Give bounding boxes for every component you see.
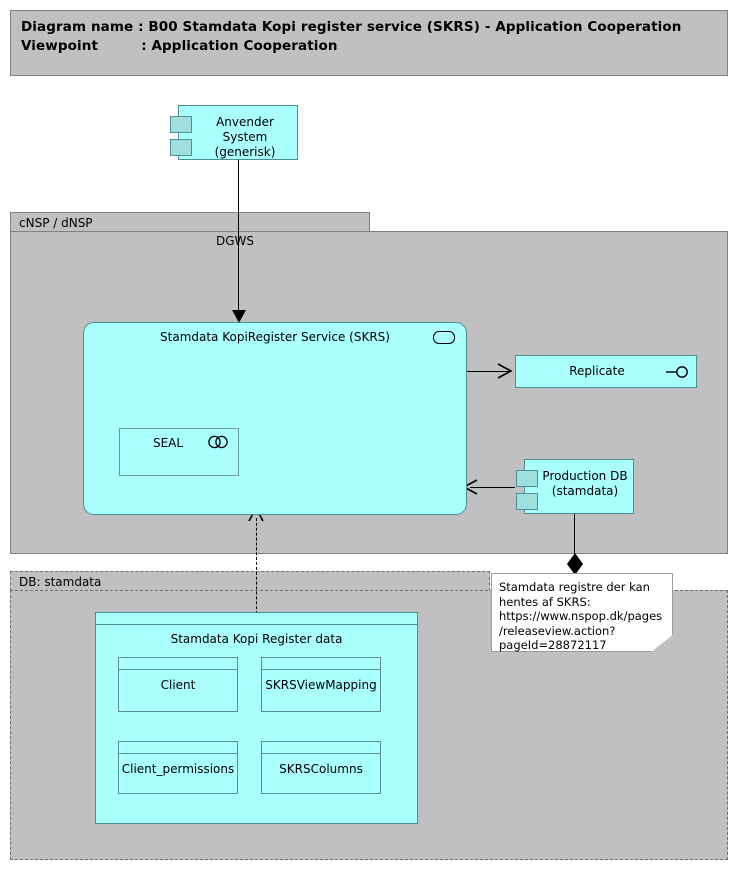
diagram-name-line: Diagram name : B00 Stamdata Kopi registe… (21, 19, 682, 35)
uml-component-icon (516, 470, 538, 487)
arrowhead-skrs-to-replicate (497, 363, 513, 379)
viewpoint-line: Viewpoint : Application Cooperation (21, 38, 338, 54)
note-stamdata-registre[interactable]: Stamdata registre der kan hentes af SKRS… (491, 573, 673, 652)
node-label-anvender-system-line1: Anvender System (216, 115, 274, 144)
entity-band (262, 658, 380, 670)
application-service-icon (433, 331, 455, 344)
package-label: Stamdata Kopi Register data (170, 632, 343, 646)
entity-band (119, 742, 237, 754)
node-label-replicate: Replicate (569, 364, 625, 378)
node-production-db[interactable]: Production DB (stamdata) (516, 459, 634, 514)
node-label-seal: SEAL (152, 436, 184, 450)
composition-diamond-icon (567, 553, 583, 575)
entity-band (119, 658, 237, 670)
connector-label-dgws: DGWS (216, 234, 255, 248)
connector-productiondb-to-note (574, 513, 576, 575)
group-header-cnsp-dnsp[interactable]: cNSP / dNSP (10, 212, 370, 232)
uml-component-icon (170, 116, 192, 133)
entity-label-client: Client (160, 678, 196, 692)
node-anvender-system[interactable]: Anvender System (generisk) (170, 105, 298, 160)
node-seal[interactable]: SEAL (119, 428, 239, 476)
node-skrs-service[interactable]: Stamdata KopiRegister Service (SKRS) SEA… (83, 322, 467, 515)
group-label-cnsp-dnsp: cNSP / dNSP (19, 216, 93, 230)
interface-lollipop-icon (666, 366, 688, 378)
entity-label-client-permissions: Client_permissions (121, 762, 235, 776)
connector-productiondb-to-skrs (470, 487, 515, 489)
group-header-db-stamdata[interactable]: DB: stamdata (10, 571, 490, 591)
node-label-skrs-service: Stamdata KopiRegister Service (SKRS) (160, 330, 390, 344)
package-band (96, 613, 417, 625)
uml-component-icon-lower (170, 139, 192, 156)
uml-component-icon-lower (516, 493, 538, 510)
node-label-anvender-system-line2: (generisk) (214, 145, 276, 159)
entity-band (262, 742, 380, 754)
note-text: Stamdata registre der kan hentes af SKRS… (499, 580, 663, 653)
connector-skrs-to-replicate (467, 371, 511, 373)
group-label-db-stamdata: DB: stamdata (19, 575, 102, 589)
entity-client-permissions[interactable]: Client_permissions (118, 741, 238, 794)
diagram-title-block: Diagram name : B00 Stamdata Kopi registe… (10, 10, 728, 76)
node-label-production-db-line2: (stamdata) (551, 484, 619, 498)
entity-label-skrs-view-mapping: SKRSViewMapping (265, 678, 377, 692)
node-replicate[interactable]: Replicate (515, 355, 697, 388)
entity-skrs-columns[interactable]: SKRSColumns (261, 741, 381, 794)
arrowhead-anvender-to-skrs (232, 310, 246, 323)
entity-client[interactable]: Client (118, 657, 238, 712)
node-label-production-db-line1: Production DB (542, 469, 628, 483)
connector-data-to-skrs-dashed (256, 518, 257, 614)
application-collaboration-icon (208, 435, 228, 449)
entity-skrs-view-mapping[interactable]: SKRSViewMapping (261, 657, 381, 712)
entity-label-skrs-columns: SKRSColumns (279, 762, 363, 776)
connector-anvender-to-skrs (238, 160, 240, 318)
